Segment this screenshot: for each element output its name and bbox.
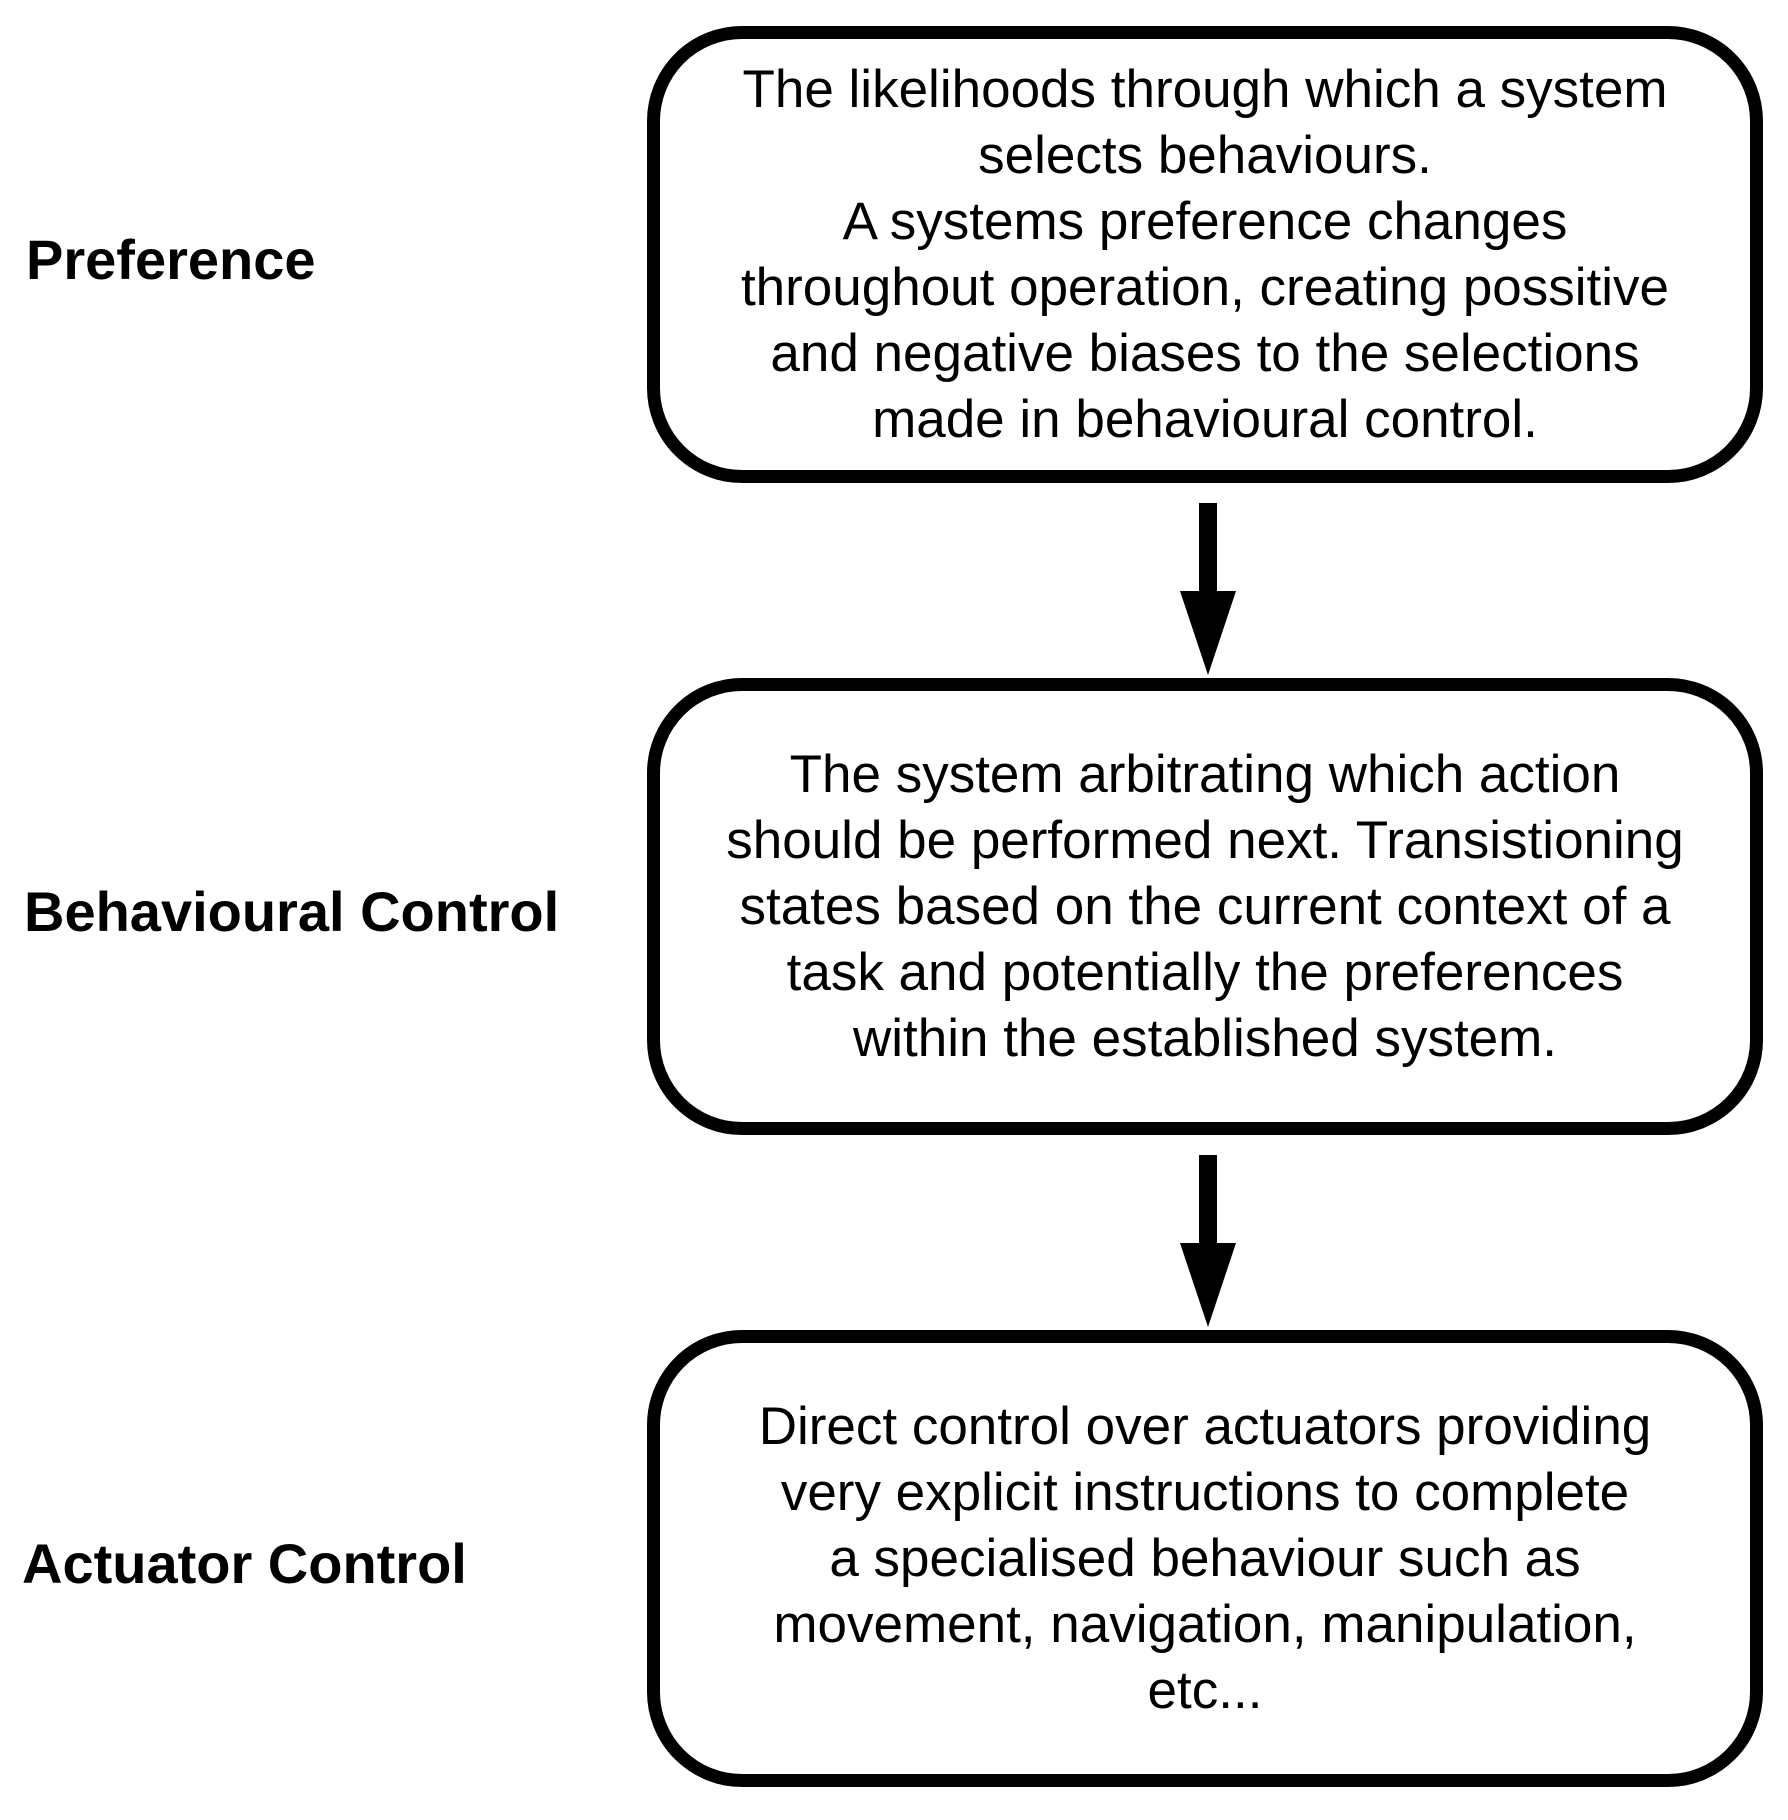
description-line: etc... [1147, 1660, 1263, 1720]
description-line: The likelihoods through which a system [742, 59, 1668, 119]
preference-description: The likelihoods through which a system s… [741, 57, 1669, 453]
description-line: Direct control over actuators providing [758, 1396, 1652, 1456]
down-arrow-icon [1180, 1155, 1236, 1327]
level-label-actuator-control: Actuator Control [22, 1532, 467, 1595]
description-line: A systems preference changes [842, 191, 1568, 251]
actuator-control-description: Direct control over actuators providing … [759, 1394, 1652, 1724]
description-line: very explicit instructions to complete [780, 1462, 1630, 1522]
actuator-control-description-box: Direct control over actuators providing … [647, 1330, 1763, 1787]
behavioural-control-description-box: The system arbitrating which action shou… [647, 678, 1763, 1135]
description-line: should be performed next. Transistioning [726, 810, 1684, 870]
level-label-preference: Preference [26, 228, 316, 291]
description-line: within the established system. [852, 1008, 1558, 1068]
description-line: The system arbitrating which action [789, 744, 1621, 804]
description-line: task and potentially the preferences [786, 942, 1624, 1002]
level-label-behavioural-control: Behavioural Control [24, 880, 560, 943]
description-line: a specialised behaviour such as [829, 1528, 1581, 1588]
description-line: selects behaviours. [978, 125, 1432, 185]
description-line: throughout operation, creating possitive [740, 257, 1670, 317]
behavioural-control-description: The system arbitrating which action shou… [726, 742, 1684, 1072]
description-line: states based on the current context of a [739, 876, 1671, 936]
description-line: movement, navigation, manipulation, [773, 1594, 1637, 1654]
description-line: made in behavioural control. [872, 389, 1538, 449]
down-arrow-icon [1180, 503, 1236, 675]
preference-description-box: The likelihoods through which a system s… [647, 26, 1763, 483]
description-line: and negative biases to the selections [770, 323, 1640, 383]
